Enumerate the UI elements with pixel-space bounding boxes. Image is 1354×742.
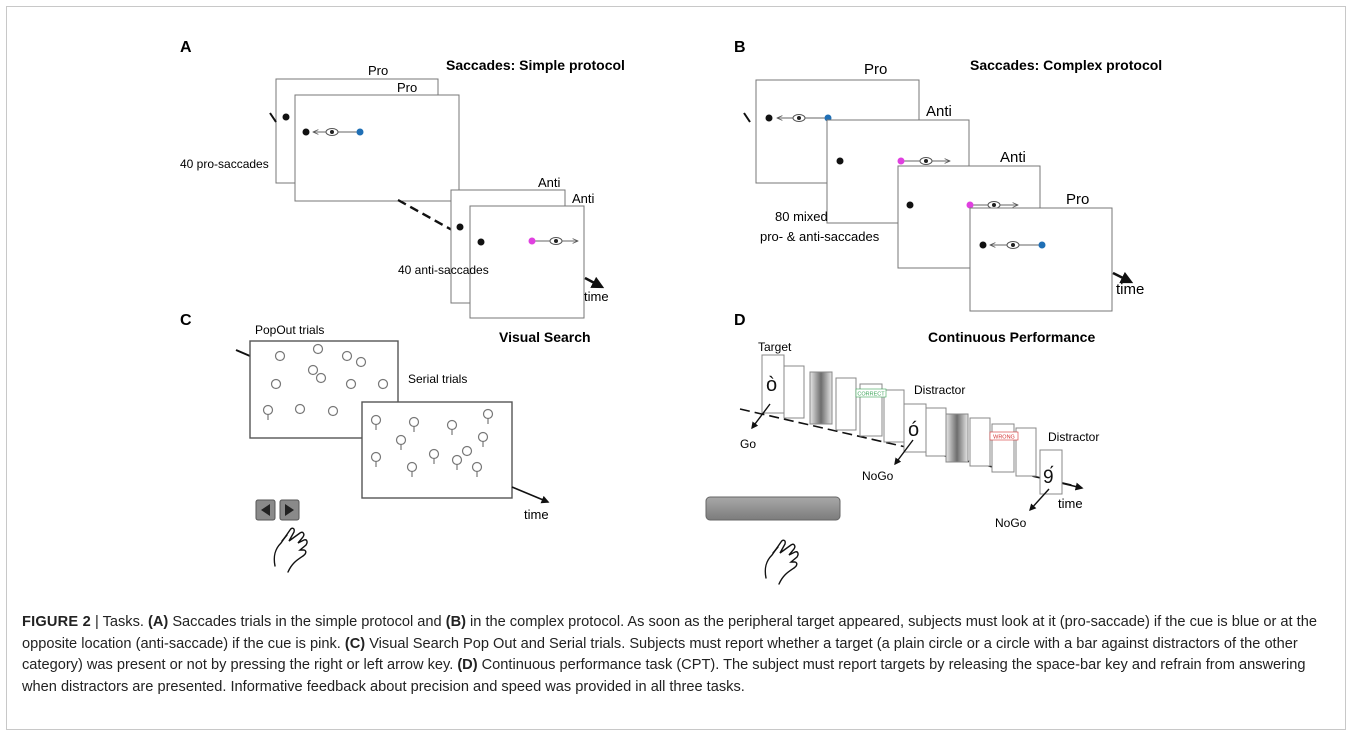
caption-lead: Tasks.	[102, 614, 144, 630]
time-label: time	[1058, 496, 1083, 511]
caption-ref-b: (B)	[445, 614, 466, 630]
caption-ref-a: (A)	[147, 614, 169, 630]
figure-frame	[6, 6, 1346, 730]
distractor-glyph: 9́	[1043, 466, 1054, 488]
popout-stimuli	[262, 343, 389, 420]
distractor-label: Distractor	[1048, 430, 1099, 444]
anti-label: Anti	[926, 103, 952, 120]
panel-c-letter: C	[180, 312, 192, 329]
anti-saccades-count: 40 anti-saccades	[398, 263, 489, 277]
serial-stimuli	[370, 408, 494, 477]
nogo-label: NoGo	[862, 469, 894, 483]
time-label: time	[524, 507, 549, 522]
mask-card	[809, 371, 833, 425]
panel-b-title: Saccades: Complex protocol	[970, 57, 1162, 73]
feedback-wrong: WRONG	[993, 435, 1015, 441]
anti-label: Anti	[538, 175, 561, 190]
distractor-card	[1039, 449, 1063, 495]
serial-label: Serial trials	[408, 372, 467, 386]
panel-a-letter: A	[180, 39, 192, 56]
feedback-correct: CORRECT	[857, 392, 885, 398]
popout-label: PopOut trials	[255, 323, 324, 337]
feedback-card-wrong	[991, 423, 1015, 473]
eye-icon	[792, 114, 806, 122]
panel-a: A Saccades: Simple protocol Pro Pro 40 p…	[180, 39, 625, 319]
figure-caption: FIGURE 2 | Tasks. (A) Saccades trials in…	[22, 612, 1334, 698]
eye-icon	[987, 201, 1001, 209]
time-arrow	[584, 276, 605, 289]
fixation-dot	[456, 223, 464, 231]
figure-illustration: A Saccades: Simple protocol Pro Pro 40 p…	[180, 39, 1162, 585]
right-arrow-key-icon	[279, 499, 300, 521]
fixation-dot	[765, 114, 773, 122]
time-label: time	[584, 289, 609, 304]
anti-label: Anti	[1000, 149, 1026, 166]
mask-card	[945, 413, 969, 463]
figure-label: FIGURE 2	[22, 614, 91, 630]
pro-label: Pro	[1066, 191, 1089, 208]
anti-cue-dot	[966, 201, 974, 209]
timeline-stub	[235, 349, 251, 357]
panel-c: C Visual Search PopOut trials Serial tri…	[180, 312, 591, 573]
timeline-dashed	[397, 198, 453, 232]
fixation-dot	[302, 128, 310, 136]
panel-c-title: Visual Search	[499, 329, 591, 345]
eye-icon	[325, 128, 339, 136]
eye-icon	[919, 157, 933, 165]
caption-text-d: Continuous performance task (CPT). The s…	[22, 657, 1306, 695]
pro-label: Pro	[368, 63, 388, 78]
anti-cue-dot	[897, 157, 905, 165]
panel-d: D Continuous Performance ò ó 9́ CORRECT	[705, 312, 1099, 585]
target-label: Target	[758, 340, 792, 354]
distractor-label: Distractor	[914, 383, 965, 397]
fixation-dot	[477, 238, 485, 246]
mixed-count-line1: 80 mixed	[775, 209, 828, 224]
fixation-dot	[979, 241, 987, 249]
panel-b-letter: B	[734, 39, 746, 56]
time-label: time	[1116, 281, 1144, 298]
mixed-count-line2: pro- & anti-saccades	[760, 229, 880, 244]
fixation-dot	[836, 157, 844, 165]
anti-cue-dot	[528, 237, 536, 245]
panel-a-title: Saccades: Simple protocol	[446, 57, 625, 73]
anti-label: Anti	[572, 191, 595, 206]
time-arrow	[1112, 271, 1134, 284]
time-arrow	[511, 486, 550, 504]
fixation-dot	[906, 201, 914, 209]
timeline-stub	[269, 112, 277, 123]
go-label: Go	[740, 437, 756, 451]
eye-icon	[549, 237, 563, 245]
caption-ref-c: (C)	[344, 635, 366, 652]
pro-label: Pro	[864, 61, 887, 78]
target-glyph: ò	[766, 374, 777, 396]
panel-d-title: Continuous Performance	[928, 329, 1095, 345]
pro-cue-dot	[356, 128, 364, 136]
figure-2: A Saccades: Simple protocol Pro Pro 40 p…	[180, 39, 1162, 585]
eye-icon	[1006, 241, 1020, 249]
panel-d-letter: D	[734, 312, 746, 329]
pointing-hand-icon	[764, 539, 799, 585]
pro-label: Pro	[397, 80, 417, 95]
nogo-label: NoGo	[995, 516, 1027, 530]
caption-ref-d: (D)	[457, 657, 478, 673]
fixation-dot	[282, 113, 290, 121]
pointing-hand-icon	[273, 527, 308, 573]
pro-saccades-count: 40 pro-saccades	[180, 157, 269, 171]
caption-separator: |	[94, 614, 99, 630]
caption-text-a: Saccades trials in the simple protocol a…	[172, 614, 442, 630]
caption-text-c: Visual Search Pop Out and Serial trials.…	[22, 635, 1298, 674]
pro-cue-dot	[1038, 241, 1046, 249]
left-arrow-key-icon	[255, 499, 276, 521]
caption-text-b: in the complex protocol. As soon as the …	[22, 614, 1317, 652]
distractor-glyph: ó	[908, 419, 919, 441]
timeline-stub	[743, 112, 751, 123]
panel-b: B Saccades: Complex protocol Pro Anti An…	[734, 39, 1162, 312]
space-bar-key-icon	[705, 496, 841, 521]
